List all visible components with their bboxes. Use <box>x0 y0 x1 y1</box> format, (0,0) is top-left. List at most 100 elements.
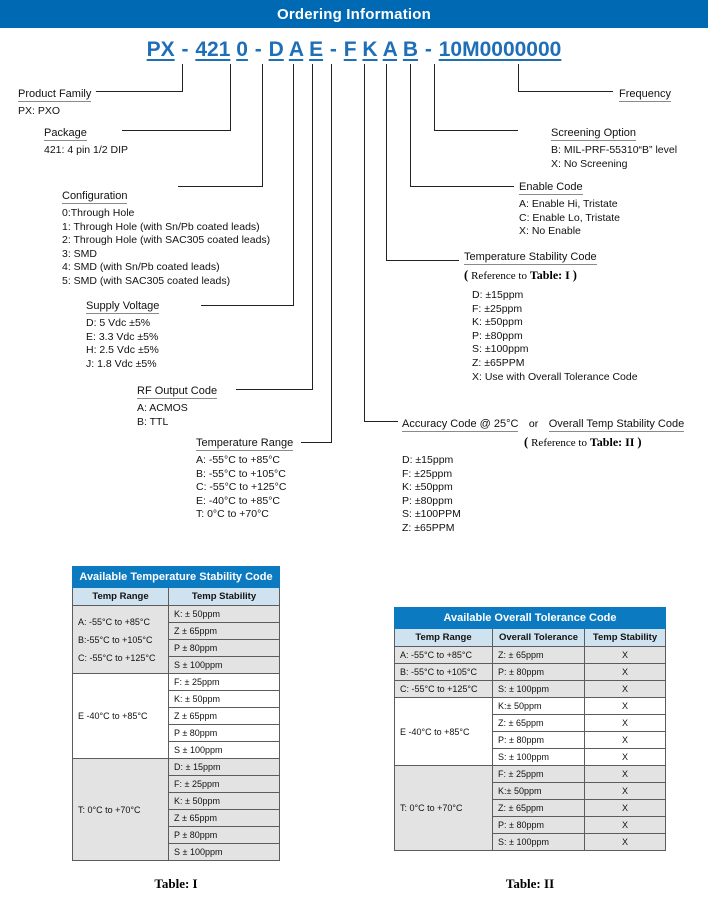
callout-configuration: Configuration 0:Through Hole 1: Through … <box>62 186 270 289</box>
table-two-overall-tolerance-cell: S: ± 100ppm <box>492 748 585 766</box>
option-accuracy-d: D: ±15ppm <box>402 454 454 466</box>
option-stability-x: X: Use with Overall Tolerance Code <box>472 370 638 383</box>
callout-supply-voltage: Supply Voltage D: 5 Vdc ±5% E: 3.3 Vdc ±… <box>86 296 160 371</box>
option-rf-a: A: ACMOS <box>137 402 188 414</box>
option-accuracy-k: K: ±50ppm <box>402 481 453 494</box>
part-segment-configuration: 0 <box>236 38 248 61</box>
part-segment-supply-voltage: D <box>268 38 284 61</box>
table-two-temp-stability-cell: X <box>584 748 666 766</box>
table-two-col-temp-range: Temp Range <box>394 628 493 647</box>
table-one-col-temp-stability: Temp Stability <box>168 587 280 606</box>
option-accuracy-z: Z: ±65PPM <box>402 521 455 534</box>
leader-line-supply-voltage <box>201 305 294 306</box>
callout-rf-output-code: RF Output Code A: ACMOS B: TTL <box>137 381 218 429</box>
option-config-3: 3: SMD <box>62 247 98 260</box>
leader-line-accuracy-code <box>364 421 398 422</box>
table-row: P ± 80ppm <box>73 639 280 657</box>
callout-product-family: Product Family PX: PXO <box>18 84 92 119</box>
table-one-temp-stability-cell: P ± 80ppm <box>168 724 280 742</box>
part-segment-enable-code: A <box>382 38 398 61</box>
table-two-col-overall-tolerance: Overall Tolerance <box>492 628 585 647</box>
page-title-bar: Ordering Information <box>0 0 708 28</box>
table-one-temp-stability-cell: K: ± 50ppm <box>168 792 280 810</box>
leader-line-screening-option <box>434 130 518 131</box>
option-stability-p: P: ±80ppm <box>472 329 523 342</box>
callout-options-temperature-stability-code: D: ±15ppm F: ±25ppm K: ±50ppm P: ±80ppm … <box>472 289 638 384</box>
leader-line-product-family <box>96 91 183 92</box>
leader-line-frequency <box>518 91 613 92</box>
table-one-temp-stability-cell: Z ± 65ppm <box>168 809 280 827</box>
option-stability-s: S: ±100ppm <box>472 343 529 356</box>
table-two-overall-tolerance-cell: F: ± 25ppm <box>492 765 585 783</box>
option-screening-x: X: No Screening <box>551 157 628 170</box>
leader-line-temperature-range <box>301 442 332 443</box>
table-row: K: ± 50ppm <box>73 792 280 810</box>
table-two-overall-tolerance-cell: S: ± 100ppm <box>492 833 585 851</box>
table-one-col-temp-range: Temp Range <box>72 587 169 606</box>
table-two-temp-stability-cell: X <box>584 663 666 681</box>
table-two-overall-tolerance-cell: S: ± 100ppm <box>492 680 585 698</box>
option-config-2: 2: Through Hole (with SAC305 coated lead… <box>62 234 271 247</box>
table-one-temp-range-cell: T: 0°C to +70°C <box>72 758 169 861</box>
table-available-temperature-stability-code: Available Temperature Stability Code Tem… <box>72 566 280 861</box>
leader-drop-accuracy-code <box>364 64 365 421</box>
table-two-overall-tolerance-cell: P: ± 80ppm <box>492 731 585 749</box>
callout-options-enable-code: A: Enable Hi, Tristate C: Enable Lo, Tri… <box>519 198 620 239</box>
table-one-caption: Available Temperature Stability Code <box>72 566 280 588</box>
table-two-overall-tolerance-cell: Z: ± 65ppm <box>492 714 585 732</box>
callout-label-package: Package <box>44 127 87 141</box>
callout-label-enable-code: Enable Code <box>519 181 583 195</box>
option-voltage-d: D: 5 Vdc ±5% <box>86 317 151 329</box>
option-accuracy-f: F: ±25ppm <box>402 467 453 480</box>
table-two-temp-range-cell: A: -55°C to +85°C <box>394 646 493 664</box>
callout-options-screening-option: B: MIL-PRF-55310“B” level X: No Screenin… <box>551 144 677 171</box>
part-segment-accuracy-code: F <box>343 38 357 61</box>
part-segment-package: 421 <box>195 38 231 61</box>
callout-screening-option: Screening Option B: MIL-PRF-55310“B” lev… <box>551 123 677 171</box>
callout-package: Package 421: 4 pin 1/2 DIP <box>44 123 128 158</box>
option-enable-a: A: Enable Hi, Tristate <box>519 198 618 210</box>
temp-range-value: E -40°C to +85°C <box>78 711 148 721</box>
table-two-temp-stability-cell: X <box>584 816 666 834</box>
table-one-label: Table: I <box>154 876 198 891</box>
part-segment-rf-output: A <box>288 38 304 61</box>
option-stability-z: Z: ±65PPM <box>472 356 525 369</box>
option-package-421: 421: 4 pin 1/2 DIP <box>44 144 129 156</box>
callout-label-rf-output-code: RF Output Code <box>137 385 218 399</box>
callout-temperature-stability-code: Temperature Stability Code ( Reference t… <box>464 247 638 384</box>
callout-label-frequency: Frequency <box>619 88 671 102</box>
leader-drop-screening-option <box>434 64 435 130</box>
table-two-temp-stability-cell: X <box>584 731 666 749</box>
option-temp-b: B: -55°C to +105°C <box>196 467 286 480</box>
table-two-overall-tolerance-cell: Z: ± 65ppm <box>492 799 585 817</box>
callout-enable-code: Enable Code A: Enable Hi, Tristate C: En… <box>519 177 620 239</box>
table-two-temp-stability-cell: X <box>584 697 666 715</box>
leader-drop-enable-code <box>410 64 411 186</box>
option-rf-b: B: TTL <box>137 415 169 428</box>
table-two-col-temp-stability: Temp Stability <box>584 628 666 647</box>
part-segment-screening-option: B <box>402 38 419 61</box>
leader-line-configuration <box>178 186 263 187</box>
option-temp-t: T: 0°C to +70°C <box>196 508 269 521</box>
option-stability-d: D: ±15ppm <box>472 289 524 301</box>
part-segment-temperature-range: E <box>309 38 324 61</box>
table-one-temp-stability-cell: S ± 100ppm <box>168 656 280 674</box>
callout-options-configuration: 0:Through Hole 1: Through Hole (with Sn/… <box>62 207 270 289</box>
leader-drop-temp-stability-code <box>386 64 387 260</box>
leader-drop-rf-output <box>312 64 313 389</box>
table-two-overall-tolerance-cell: P: ± 80ppm <box>492 663 585 681</box>
table-two-overall-tolerance-cell: K:± 50ppm <box>492 697 585 715</box>
leader-drop-temperature-range <box>331 64 332 442</box>
table-row: P ± 80ppm <box>73 724 280 742</box>
callout-options-product-family: PX: PXO <box>18 105 91 119</box>
table-one-temp-stability-cell: D: ± 15ppm <box>168 758 280 776</box>
option-temp-a: A: -55°C to +85°C <box>196 454 280 466</box>
